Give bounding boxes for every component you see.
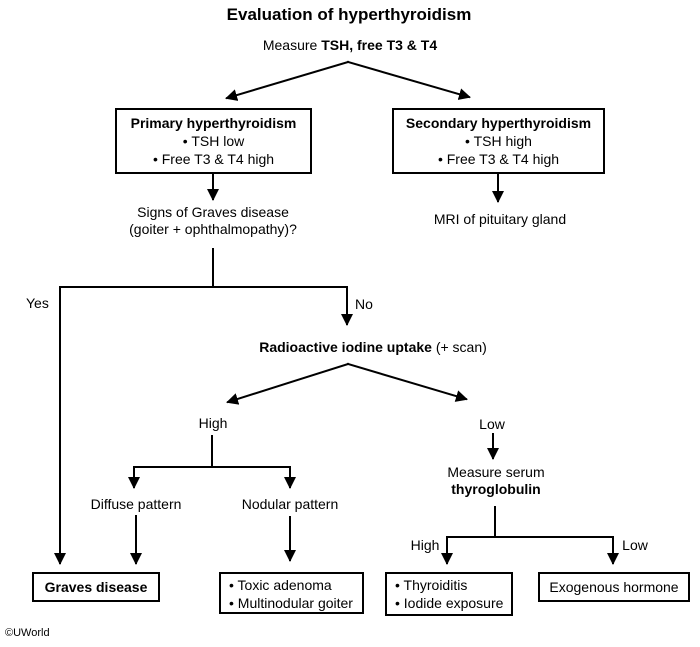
serum-line1: Measure serum <box>447 464 545 480</box>
primary-bullet-t3t4: • Free T3 & T4 high <box>152 151 275 167</box>
graves-question-line2: (goiter + ophthalmopathy)? <box>129 221 297 237</box>
exogenous-hormone-box: Exogenous hormone <box>538 572 690 602</box>
thyroglobulin-low-label: Low <box>622 537 648 553</box>
raiu-split-arrows <box>226 362 468 405</box>
primary-hyperthyroidism-box: Primary hyperthyroidism • TSH low • Free… <box>115 108 312 174</box>
secondary-hyperthyroidism-box: Secondary hyperthyroidism • TSH high • F… <box>392 108 605 174</box>
thyroiditis-bullet: • Thyroiditis <box>395 577 468 593</box>
measure-tests: TSH, free T3 & T4 <box>321 37 438 53</box>
graves-question-line1: Signs of Graves disease <box>137 204 289 220</box>
secondary-bullet-tsh: • TSH high <box>465 133 532 149</box>
secondary-bullet-t3t4: • Free T3 & T4 high <box>437 151 560 167</box>
thyroiditis-box: • Thyroiditis • Iodide exposure <box>385 572 513 616</box>
yes-no-branch <box>54 248 353 565</box>
primary-box-title: Primary hyperthyroidism <box>130 115 297 131</box>
raiu-suffix-text: (+ scan) <box>431 339 487 355</box>
raiu-step: Radioactive iodine uptake (+ scan) <box>259 339 487 356</box>
no-branch-label: No <box>355 296 373 312</box>
measure-prefix: Measure <box>262 37 322 53</box>
copyright-notice: ©UWorld <box>5 627 50 639</box>
high-pattern-branch <box>128 435 296 489</box>
secondary-box-title: Secondary hyperthyroidism <box>405 115 592 131</box>
measure-tsh-step: Measure TSH, free T3 & T4 <box>263 37 437 54</box>
yes-branch-label: Yes <box>26 295 49 311</box>
primary-bullet-tsh: • TSH low <box>182 133 245 149</box>
uptake-high-label: High <box>198 415 228 431</box>
iodide-exposure-bullet: • Iodide exposure <box>395 595 504 611</box>
serum-line2-thyroglobulin: thyroglobulin <box>451 481 541 497</box>
nodular-pattern-label: Nodular pattern <box>241 496 339 512</box>
uptake-low-label: Low <box>479 416 505 432</box>
toxic-adenoma-box: • Toxic adenoma • Multinodular goiter <box>219 572 364 614</box>
thyroglobulin-branch <box>441 506 619 565</box>
raiu-bold-text: Radioactive iodine uptake <box>259 339 432 355</box>
mri-step-label: MRI of pituitary gland <box>433 211 567 227</box>
graves-disease-box: Graves disease <box>32 572 160 602</box>
graves-question: Signs of Graves disease (goiter + ophtha… <box>129 204 297 238</box>
diffuse-pattern-label: Diffuse pattern <box>90 496 182 512</box>
serum-thyroglobulin-step: Measure serum thyroglobulin <box>447 464 544 498</box>
toxic-bullet-goiter: • Multinodular goiter <box>229 595 353 611</box>
toxic-bullet-adenoma: • Toxic adenoma <box>229 577 332 593</box>
thyroglobulin-high-label: High <box>410 537 440 553</box>
top-split-arrows <box>225 60 471 101</box>
page-title: Evaluation of hyperthyroidism <box>226 5 472 24</box>
